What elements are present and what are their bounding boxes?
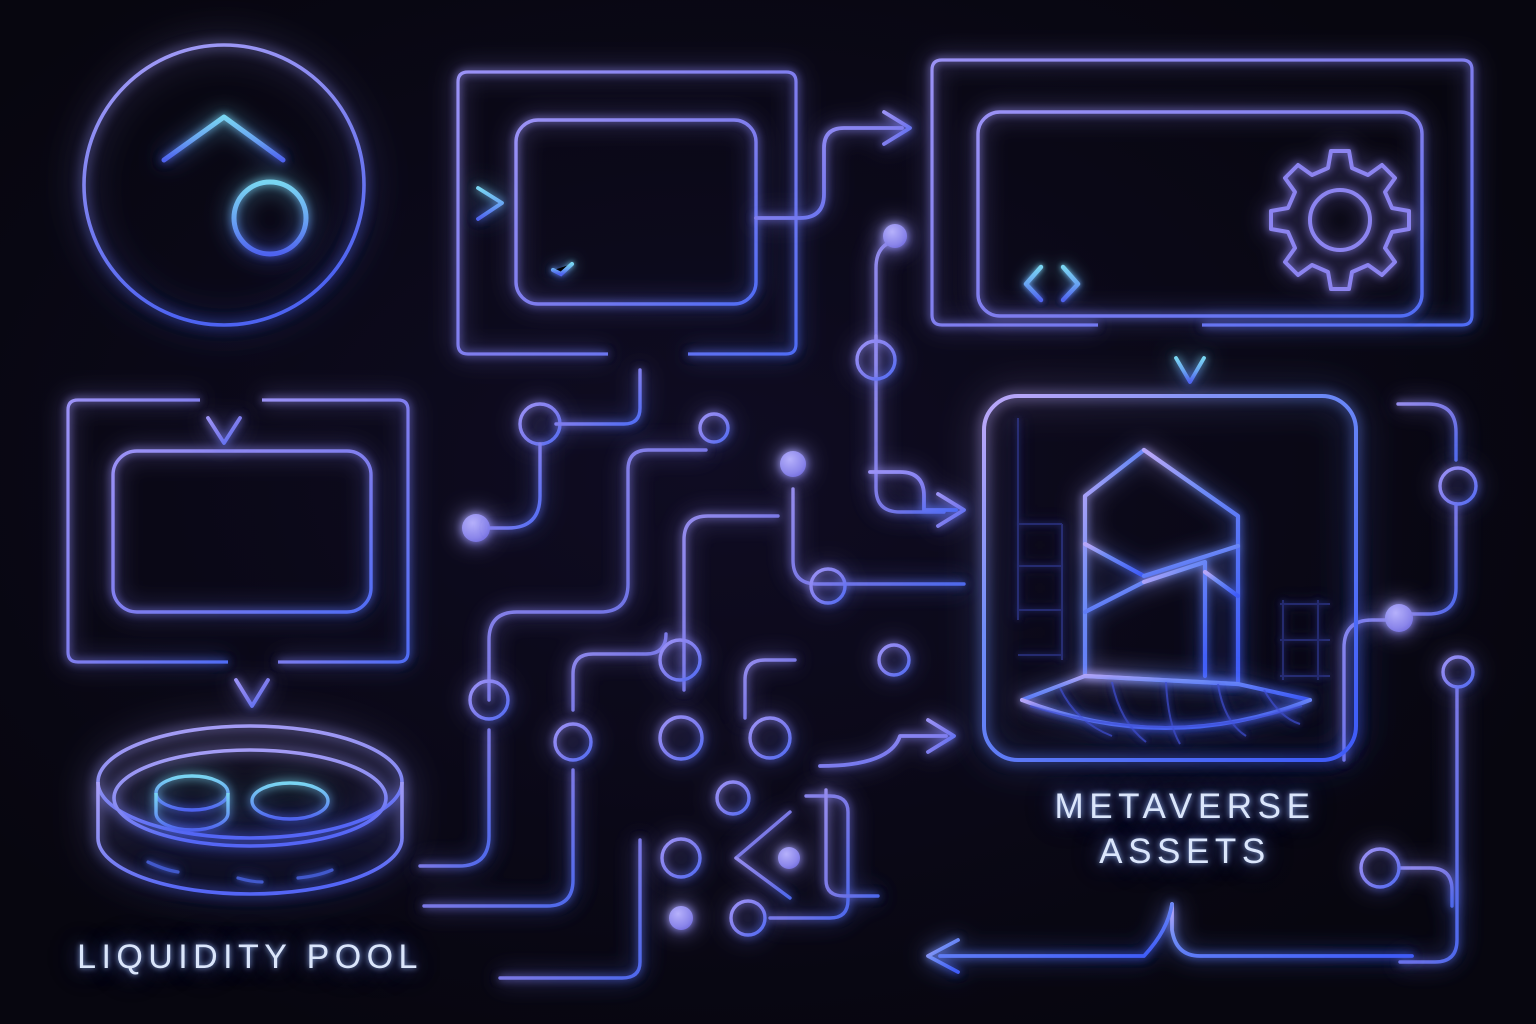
liquidity-pool-cylinder[interactable] <box>96 724 404 896</box>
code-lines-icon <box>1017 161 1243 299</box>
code-brackets-icon <box>1023 264 1081 303</box>
arrow-badge-to-contract <box>386 186 504 221</box>
circuit-node-filled <box>780 451 806 477</box>
circuit-node <box>1441 655 1475 689</box>
smart-contract-card-frame <box>456 70 798 356</box>
smart-contract-document-card[interactable] <box>514 118 758 306</box>
circuit-node <box>468 679 510 721</box>
pool-token-coins-icon <box>154 774 330 832</box>
circuit-node <box>518 402 562 446</box>
circuit-node-filled <box>883 224 907 248</box>
code-settings-panel-frame <box>930 58 1474 327</box>
isometric-building-icon <box>1082 447 1241 687</box>
circuit-tick-marks <box>500 786 805 962</box>
arrow-contract-to-code <box>754 110 912 220</box>
code-settings-panel[interactable] <box>976 110 1424 318</box>
circuit-nodes-filled <box>419 224 1413 930</box>
circuit-node-filled <box>669 906 693 930</box>
circuit-node <box>658 638 702 682</box>
arrow-badge-to-tokenization <box>206 326 242 445</box>
real-estate-token-circle[interactable] <box>82 43 366 327</box>
arrow-circuit-to-metaverse-upper <box>868 470 966 528</box>
arrow-code-to-metaverse <box>1174 316 1206 384</box>
arrow-tokenization-to-pool <box>234 662 270 708</box>
circuit-node-filled <box>1385 604 1413 632</box>
circuit-trace-network <box>418 238 1459 980</box>
tokenization-card-frame <box>66 398 410 664</box>
circuit-node <box>660 837 702 879</box>
circuit-node <box>809 567 847 605</box>
circuit-left-feeders <box>378 368 642 530</box>
circuit-node <box>877 643 911 677</box>
gear-icon[interactable] <box>1269 149 1411 291</box>
circuit-node <box>729 899 767 937</box>
circuit-node <box>748 716 792 760</box>
house-with-coin-icon <box>143 114 309 257</box>
metaverse-asset-viewport[interactable] <box>982 394 1358 762</box>
viewport-ground-plane <box>1020 673 1312 730</box>
circuit-node-filled <box>462 514 490 542</box>
circuit-node <box>553 722 593 762</box>
ground-grid-lines <box>1029 681 1303 745</box>
circuit-node <box>715 780 751 816</box>
arrow-circuit-to-metaverse-lower <box>818 718 956 768</box>
viewport-grid <box>1017 418 1330 680</box>
tokenization-document-card[interactable] <box>111 449 373 614</box>
document-lines-icon <box>550 168 708 277</box>
circuit-node <box>1438 466 1478 506</box>
circuit-node-filled <box>778 847 800 869</box>
pool-inner-highlight <box>146 860 334 884</box>
circuit-node <box>658 715 704 761</box>
circuit-node <box>1359 847 1401 889</box>
circuit-nodes-hollow <box>468 339 1478 937</box>
circuit-node <box>855 339 897 381</box>
flow-arrows <box>206 110 1414 974</box>
arrow-metaverse-return <box>926 902 1414 974</box>
circuit-node <box>698 412 730 444</box>
document-lines-icon <box>149 491 311 571</box>
